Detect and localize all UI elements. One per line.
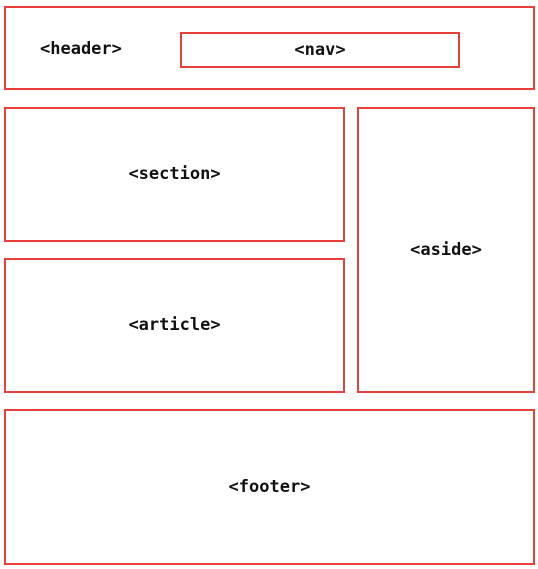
header-region: <header> <nav> [4,6,535,90]
section-label: <section> [128,164,221,184]
footer-region: <footer> [4,409,535,565]
article-label: <article> [128,315,221,335]
nav-region: <nav> [180,32,460,68]
footer-label: <footer> [228,476,311,497]
aside-label: <aside> [410,239,482,260]
article-region: <article> [4,258,345,393]
nav-label: <nav> [294,39,346,60]
section-region: <section> [4,107,345,242]
header-label: <header> [40,39,122,59]
aside-region: <aside> [357,107,535,393]
